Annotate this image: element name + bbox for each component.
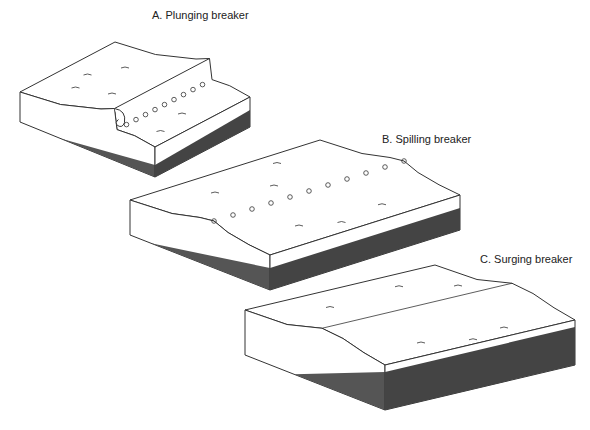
spilling-block (130, 140, 460, 290)
breaker-label: A. Plunging breaker (152, 9, 249, 22)
breaker-label: C. Surging breaker (480, 253, 572, 266)
breaker-label: B. Spilling breaker (382, 133, 471, 146)
surging-block (245, 265, 575, 410)
plunging-block (20, 42, 250, 177)
